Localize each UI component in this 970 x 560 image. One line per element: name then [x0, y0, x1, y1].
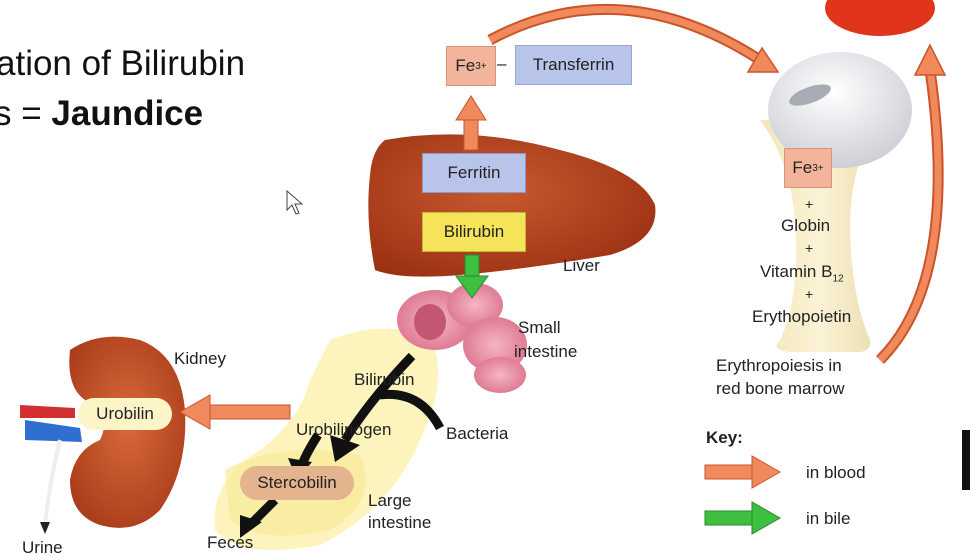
fe-text: Fe — [455, 56, 476, 75]
stercobilin-box: Stercobilin — [240, 466, 354, 500]
fe-sup: 3+ — [475, 60, 487, 72]
urobilinogen-label: Urobilinogen — [296, 420, 392, 439]
kidney-shape — [69, 336, 186, 528]
arrow-bile-to-intestine — [455, 275, 489, 299]
vitamin-label: Vitamin B12 — [760, 262, 844, 284]
key-blood-label: in blood — [806, 463, 866, 482]
arrow-ferritin-to-fe — [455, 95, 487, 121]
key-title: Key: — [706, 428, 743, 447]
title-line-2-prefix: s = — [0, 94, 42, 133]
arrow-bacteria — [379, 389, 444, 431]
urobilin-box: Urobilin — [78, 398, 172, 430]
large-intestine-label-1: Large — [368, 491, 412, 510]
plus-3: + — [805, 286, 814, 302]
large-intestine-label-2: intestine — [368, 513, 432, 532]
globin-label: Globin — [781, 216, 831, 235]
red-blood-cell — [825, 0, 935, 36]
erythropoiesis-label-1: Erythropoiesis in — [716, 356, 842, 375]
title-line-1: ation of Bilirubin — [0, 44, 246, 83]
arrow-to-urobilin — [178, 394, 211, 430]
bacteria-label: Bacteria — [446, 424, 509, 443]
fe-transferrin-dash: – — [497, 54, 507, 73]
plus-1: + — [805, 196, 814, 212]
small-intestine-label-2: intestine — [514, 342, 578, 361]
key-bile-label: in bile — [806, 509, 851, 528]
kidney-label: Kidney — [174, 349, 226, 368]
mouse-cursor-icon — [286, 189, 304, 215]
ferritin-box: Ferritin — [422, 153, 526, 193]
vitamin-sub: 12 — [832, 273, 844, 285]
erythopoietin-label: Erythopoietin — [752, 307, 852, 326]
bone-head — [768, 52, 912, 168]
feces-label: Feces — [207, 533, 254, 552]
arrow-bilirubin-to-urobilinogen — [341, 352, 416, 443]
urine-label: Urine — [22, 538, 63, 557]
transferrin-box: Transferrin — [515, 45, 632, 85]
key-bile-arrow — [751, 501, 782, 535]
vitamin-text: Vitamin B — [760, 262, 833, 281]
fe-bone-text: Fe — [792, 158, 813, 177]
plus-2: + — [805, 240, 814, 256]
title-line-2: s = Jaundice — [0, 94, 203, 134]
bilirubin-intestine-label: Bilirubin — [354, 370, 415, 389]
title-jaundice: Jaundice — [51, 94, 204, 133]
fe-bone-sup: 3+ — [812, 162, 824, 174]
small-intestine-shape — [397, 283, 527, 393]
bilirubin-liver-box: Bilirubin — [422, 212, 526, 252]
erythropoiesis-label-2: red bone marrow — [716, 379, 845, 398]
small-intestine-label-1: Small — [518, 318, 561, 337]
liver-label: Liver — [563, 256, 600, 275]
key-blood-arrow — [751, 455, 782, 489]
